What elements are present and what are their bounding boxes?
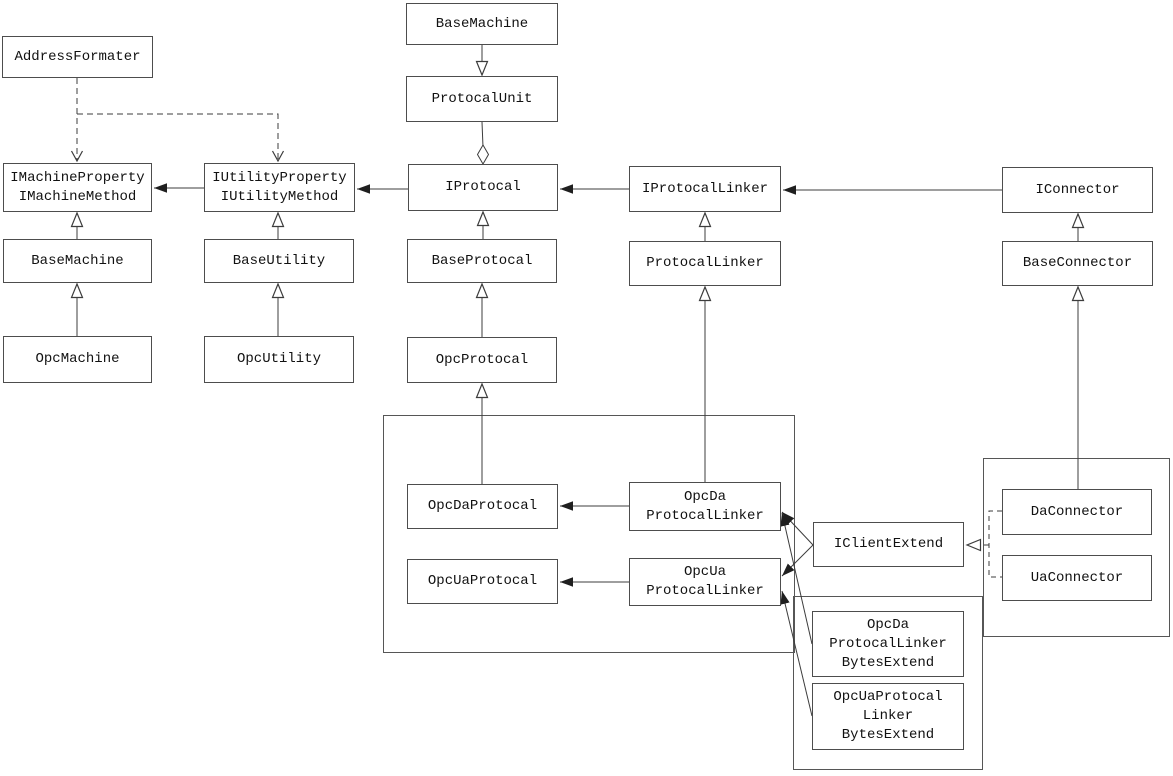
- class-box-opcuaprotocallinker: OpcUa ProtocalLinker: [629, 558, 781, 606]
- class-label: UaConnector: [1030, 569, 1124, 586]
- class-label: BaseMachine: [31, 252, 124, 269]
- class-label: BaseConnector: [1022, 255, 1133, 271]
- class-box-imachineproperty: IMachineProperty IMachineMethod: [3, 163, 152, 212]
- class-box-opcdaprotocallinkerbytesextend: OpcDa ProtocalLinker BytesExtend: [812, 611, 964, 677]
- class-label: IClientExtend: [833, 536, 944, 552]
- aggregation-line-protocalunit-to-iprotocal: [481, 121, 484, 148]
- class-box-opcutility: OpcUtility: [204, 336, 354, 383]
- class-label: OpcUtility: [236, 351, 321, 367]
- class-label: BaseProtocal: [431, 252, 533, 269]
- group-box-opc-protocols: [383, 415, 795, 653]
- class-label: AddressFormater: [14, 48, 141, 65]
- class-label: IProtocalLinker: [641, 180, 769, 197]
- class-label: OpcProtocal: [435, 351, 529, 368]
- class-label: OpcUa: [683, 564, 726, 580]
- class-label: ProtocalLinker: [646, 255, 764, 271]
- class-box-opcdaprotocallinker: OpcDa ProtocalLinker: [629, 482, 781, 531]
- class-label: OpcMachine: [35, 351, 120, 367]
- class-box-protocallinker: ProtocalLinker: [629, 241, 781, 286]
- class-label: OpcDaProtocal: [427, 498, 538, 514]
- class-label: BytesExtend: [841, 654, 935, 671]
- class-label: OpcUaProtocal: [833, 689, 943, 705]
- class-box-iprotocal: IProtocal: [408, 164, 558, 211]
- class-label: OpcDa: [683, 488, 726, 505]
- class-label: Linker: [862, 708, 914, 724]
- class-label: ProtocalLinker: [829, 635, 947, 652]
- class-label: BaseMachine: [435, 15, 529, 32]
- association-arrow-opcdabytesextend-to-opcdalinker: [780, 512, 813, 645]
- class-label: IMachineProperty: [10, 169, 145, 186]
- dependency-arrow-addressformater-to-iutility: [77, 113, 285, 163]
- class-box-opcdaprotocal: OpcDaProtocal: [407, 484, 558, 529]
- class-label: ProtocalUnit: [431, 90, 533, 107]
- class-box-baseprotocal: BaseProtocal: [407, 239, 557, 283]
- class-box-iprotocallinker: IProtocalLinker: [629, 166, 781, 212]
- association-arrow-iclientextend-to-opcdalinker: [781, 511, 814, 546]
- class-box-opcprotocal: OpcProtocal: [407, 337, 557, 383]
- class-label: IMachineMethod: [18, 188, 137, 205]
- class-label: OpcDa: [866, 616, 909, 633]
- class-label: IUtilityMethod: [220, 188, 339, 205]
- class-label: OpcUaProtocal: [427, 573, 538, 589]
- class-box-protocalunit: ProtocalUnit: [406, 76, 558, 122]
- association-arrow-iclientextend-to-opcualinker: [781, 544, 814, 577]
- group-box-bytes-extend: [793, 596, 983, 770]
- class-label: IUtilityProperty: [212, 169, 347, 186]
- group-box-connectors: [983, 458, 1170, 637]
- class-box-opcuaprotocallinkerbytesextend: OpcUaProtocal Linker BytesExtend: [812, 683, 964, 750]
- class-box-iutilityproperty: IUtilityProperty IUtilityMethod: [204, 163, 355, 212]
- class-box-addressformater: AddressFormater: [2, 36, 153, 78]
- class-box-uaconnector: UaConnector: [1002, 555, 1152, 601]
- class-box-iclientextend: IClientExtend: [813, 522, 964, 567]
- class-box-baseutility: BaseUtility: [204, 239, 354, 283]
- association-arrow-opcuabytesextend-to-opcualinker: [780, 590, 813, 717]
- class-box-opcmachine: OpcMachine: [3, 336, 152, 383]
- class-label: IProtocal: [445, 179, 521, 195]
- class-box-daconnector: DaConnector: [1002, 489, 1152, 535]
- class-label: IConnector: [1035, 181, 1120, 198]
- aggregation-diamond: [476, 144, 490, 165]
- class-label: ProtocalLinker: [646, 507, 764, 524]
- class-box-basemachine-top: BaseMachine: [406, 3, 558, 45]
- class-label: BytesExtend: [841, 727, 935, 743]
- class-box-baseconnector: BaseConnector: [1002, 241, 1153, 286]
- class-label: BaseUtility: [232, 252, 326, 269]
- class-box-opcuaprotocal: OpcUaProtocal: [407, 559, 558, 604]
- class-box-iconnector: IConnector: [1002, 167, 1153, 213]
- realization-dashed-connectors-spine: [988, 510, 1002, 578]
- class-label: ProtocalLinker: [646, 583, 764, 599]
- class-label: DaConnector: [1030, 503, 1124, 520]
- class-box-basemachine: BaseMachine: [3, 239, 152, 283]
